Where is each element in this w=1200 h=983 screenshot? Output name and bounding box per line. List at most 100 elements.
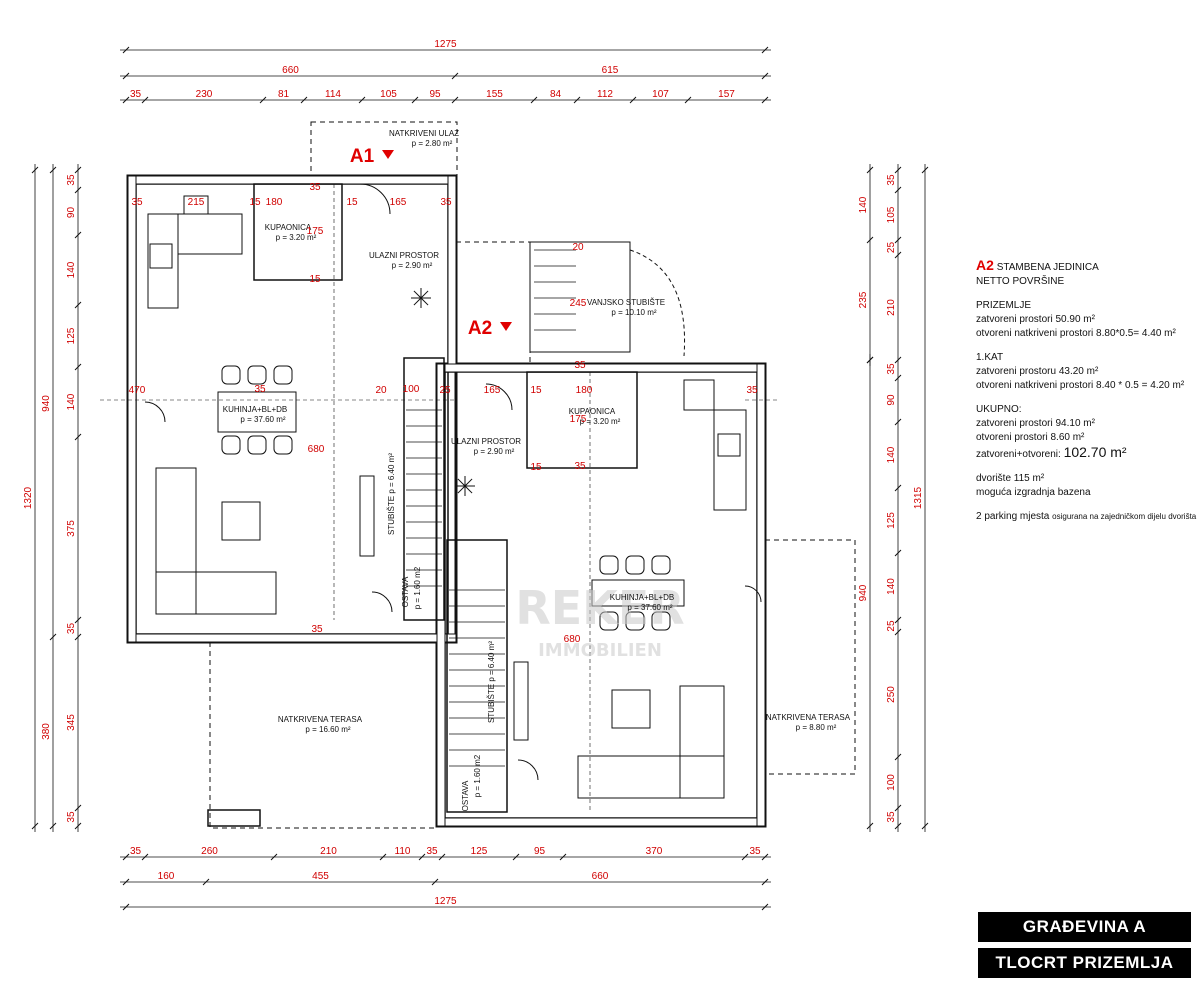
inner-dim-label: 180 bbox=[576, 385, 593, 396]
dim-left-total-tick bbox=[31, 166, 39, 174]
dim-bottom-detail-label: 125 bbox=[471, 846, 488, 857]
dim-top-detail-tick bbox=[451, 96, 459, 104]
inner-dim-label: 470 bbox=[129, 385, 146, 396]
dim-right-detail-tick bbox=[894, 628, 902, 636]
dim-left-split-label: 940 bbox=[41, 395, 52, 412]
dim-bottom-detail-tick bbox=[559, 853, 567, 861]
dining-chair bbox=[651, 611, 671, 631]
dim-top-detail-tick bbox=[629, 96, 637, 104]
hob-a1 bbox=[183, 195, 209, 215]
building-title: GRAĐEVINA A bbox=[978, 912, 1191, 942]
dining-table-a2 bbox=[591, 579, 685, 607]
total-closed: zatvoreni prostori 94.10 m² bbox=[976, 418, 1095, 429]
inner-dim-label: 35 bbox=[131, 197, 143, 208]
dim-top-detail-tick bbox=[259, 96, 267, 104]
inner-dim-label: 20 bbox=[375, 385, 387, 396]
inner-dim-label: 15 bbox=[249, 197, 261, 208]
dim-left-detail-tick bbox=[74, 231, 82, 239]
dim-right-detail-label: 35 bbox=[886, 363, 897, 375]
dim-right-detail-label: 140 bbox=[886, 578, 897, 595]
dim-top-detail-label: 35 bbox=[130, 89, 142, 100]
yard-area: dvorište 115 m² bbox=[976, 473, 1045, 484]
dim-bottom-split-tick bbox=[122, 878, 130, 886]
dim-top-detail-label: 81 bbox=[278, 89, 290, 100]
dim-left-detail-tick bbox=[74, 822, 82, 830]
vertical-room-label: p = 1.60 m2 bbox=[413, 566, 422, 609]
dim-right-upper-tick bbox=[866, 166, 874, 174]
wall-band bbox=[127, 175, 137, 643]
unit-code: A2 bbox=[976, 257, 994, 273]
room-name: KUPAONICA bbox=[569, 407, 616, 416]
total-heading: UKUPNO: bbox=[976, 404, 1022, 415]
hob-a2 bbox=[683, 379, 715, 411]
room-name: KUHINJA+BL+DB bbox=[610, 593, 674, 602]
wall-band bbox=[756, 363, 766, 827]
dim-top-detail-label: 107 bbox=[652, 89, 669, 100]
room-area: p = 37.60 m² bbox=[627, 603, 672, 612]
wall-band bbox=[436, 363, 766, 373]
stair-a2-walls bbox=[446, 539, 508, 813]
dim-left-detail-tick bbox=[74, 301, 82, 309]
dim-right-detail-label: 25 bbox=[886, 620, 897, 632]
marker-arrow-a2 bbox=[500, 322, 512, 331]
dim-right-total-tick bbox=[921, 822, 929, 830]
dim-bottom-total-label: 1275 bbox=[434, 896, 457, 907]
ground-heading: PRIZEMLJE bbox=[976, 300, 1032, 311]
watermark-text: REKER bbox=[515, 581, 684, 635]
dining-chair bbox=[247, 435, 267, 455]
dim-bottom-detail-tick bbox=[122, 853, 130, 861]
dim-right-detail-label: 210 bbox=[886, 299, 897, 316]
dim-left-total-label: 1320 bbox=[23, 486, 34, 509]
dim-left-split-tick bbox=[49, 633, 57, 641]
dim-right-detail-tick bbox=[894, 186, 902, 194]
dim-right-detail-tick bbox=[894, 549, 902, 557]
dim-top-detail-tick bbox=[573, 96, 581, 104]
inner-dim-label: 215 bbox=[188, 197, 205, 208]
inner-dim-label: 175 bbox=[570, 414, 587, 425]
dim-top-split-tick bbox=[451, 72, 459, 80]
dim-right-detail-tick bbox=[894, 484, 902, 492]
inner-dim-label: 680 bbox=[308, 444, 325, 455]
door-swing bbox=[144, 401, 166, 423]
inner-dim-label: 35 bbox=[574, 360, 586, 371]
dim-left-total-tick bbox=[31, 822, 39, 830]
dim-bottom-detail-tick bbox=[741, 853, 749, 861]
dim-right-lower-tick bbox=[866, 356, 874, 364]
room-area: p = 3.20 m² bbox=[276, 233, 317, 242]
first-closed: zatvoreni prostoru 43.20 m² bbox=[976, 366, 1099, 377]
dim-left-split-tick bbox=[49, 822, 57, 830]
dim-top-detail-label: 157 bbox=[718, 89, 735, 100]
dim-bottom-total-tick bbox=[122, 903, 130, 911]
room-name: ULAZNI PROSTOR bbox=[369, 251, 439, 260]
dim-right-detail-label: 250 bbox=[886, 686, 897, 703]
dim-bottom-detail-label: 95 bbox=[534, 846, 546, 857]
dining-chair bbox=[651, 555, 671, 575]
sink-a2 bbox=[717, 433, 741, 457]
covered-entrance-outline bbox=[310, 121, 458, 177]
plant-leaf bbox=[420, 290, 429, 299]
room-name: NATKRIVENA TERASA bbox=[766, 713, 851, 722]
inner-dim-label: 175 bbox=[307, 226, 324, 237]
dim-bottom-split-label: 455 bbox=[312, 871, 329, 882]
room-name: NATKRIVENI ULAZ bbox=[389, 129, 459, 138]
dim-right-detail-label: 35 bbox=[886, 174, 897, 186]
plant-icon bbox=[411, 288, 431, 308]
dim-bottom-detail-tick bbox=[512, 853, 520, 861]
door-swing bbox=[744, 585, 762, 603]
dim-bottom-split-tick bbox=[431, 878, 439, 886]
sofa-a2-base bbox=[577, 755, 725, 799]
dim-top-detail-tick bbox=[122, 96, 130, 104]
dim-top-detail-label: 112 bbox=[597, 89, 613, 100]
dining-chair bbox=[273, 435, 293, 455]
inner-dim-label: 15 bbox=[530, 462, 542, 473]
dining-chair bbox=[625, 611, 645, 631]
terrace-a2-outline bbox=[764, 539, 856, 775]
dim-left-split-label: 380 bbox=[41, 723, 52, 740]
inner-dim-label: 680 bbox=[564, 634, 581, 645]
marker-arrow-a1 bbox=[382, 150, 394, 159]
tv-unit-a1 bbox=[359, 475, 375, 557]
unit-title: STAMBENA JEDINICA bbox=[996, 262, 1099, 273]
dim-left-detail-label: 125 bbox=[66, 327, 77, 344]
dining-chair bbox=[599, 611, 619, 631]
dining-table-a1 bbox=[217, 391, 297, 433]
